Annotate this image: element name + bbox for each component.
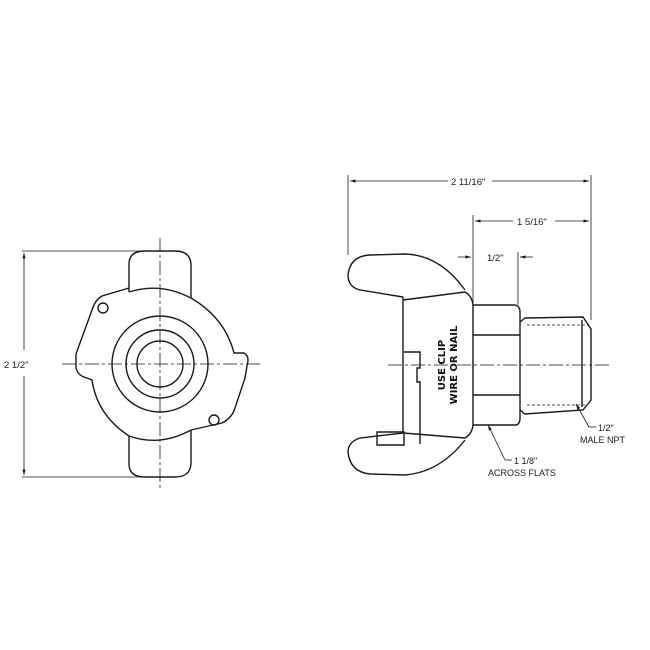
hex-callout-size: 1 1/8" [514,456,537,466]
hex-section [473,304,521,426]
height-dimension-label: 2 1/2" [4,360,29,371]
bottom-lug [128,430,192,478]
stamp-line-1: USE CLIP [437,340,448,390]
bottom-lug-base [128,429,192,441]
top-lug-base [128,287,192,299]
hex-to-end-length-label: 1 5/16" [517,217,547,228]
hex-callout-desc: ACROSS FLATS [488,468,556,478]
threaded-nipple [519,316,592,415]
bolt-hole-lower-right [208,414,220,426]
outer-ring [111,315,209,413]
thread-callout-leader [575,403,590,428]
bolt-hole-upper-left [97,302,109,314]
slot-detail [404,351,421,444]
top-lug [128,250,192,298]
overall-length-label: 2 11/16" [451,177,485,188]
bore [136,340,184,388]
thread-callout-desc: MALE NPT [580,435,626,445]
front-view [22,238,260,490]
side-view [347,175,610,476]
flange-body [402,291,474,439]
lower-jaw [347,432,466,476]
hex-callout-leader [487,424,506,461]
hex-length-label: 1/2" [487,253,504,264]
body-outline [75,287,249,437]
stamp-text: USE CLIP WIRE OR NAIL [437,325,460,404]
stamp-line-2: WIRE OR NAIL [449,325,460,404]
thread-callout-size: 1/2" [598,423,614,433]
upper-jaw [347,253,466,298]
middle-ring [125,329,195,399]
lower-key [376,431,405,446]
